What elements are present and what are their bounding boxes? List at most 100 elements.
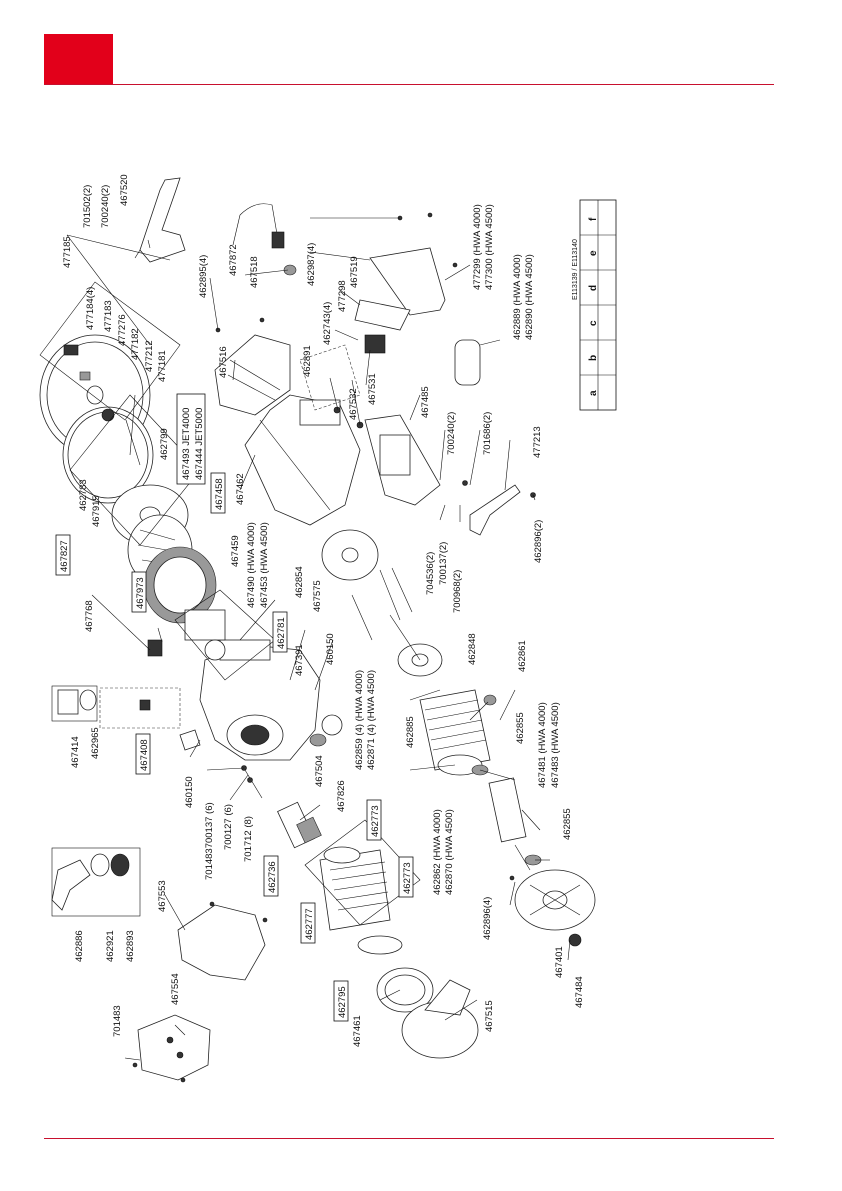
table-letter: d	[588, 285, 599, 291]
part-label: 462921	[105, 930, 116, 962]
part-label-boxed: 467493 JET4000	[181, 408, 192, 480]
part-label: 462890 (HWA 4500)	[524, 254, 535, 340]
part-label: 462987(4)	[306, 243, 317, 286]
part-label: 477185	[62, 236, 73, 268]
part-label: 467483 (HWA 4500)	[550, 702, 561, 788]
part-label-boxed: 462795	[337, 986, 348, 1018]
part-label: 462893	[125, 930, 136, 962]
part-label: 467485	[420, 386, 431, 418]
part-label: 477213	[532, 426, 543, 458]
part-label: 462871 (4) (HWA 4500)	[366, 670, 377, 770]
part-label: 701502(2)	[82, 185, 93, 228]
part-label-boxed: 462781	[276, 617, 287, 649]
reference-table: a b c d e f E113139 / E113140	[572, 199, 617, 411]
part-label: 704536(2)	[425, 552, 436, 595]
part-label: 462861	[517, 640, 528, 672]
part-label: 462743(4)	[322, 302, 333, 345]
part-label: 477181	[157, 350, 168, 382]
part-label-boxed: 467973	[135, 577, 146, 609]
part-label: 700968(2)	[452, 570, 463, 613]
part-label-boxed: 467827	[59, 540, 70, 572]
part-label: 462896(2)	[533, 520, 544, 563]
part-label: 467575	[312, 580, 323, 612]
part-label-boxed: 462773	[402, 862, 413, 894]
part-label: 477182	[130, 328, 141, 360]
boxed-label-frame	[272, 611, 288, 653]
part-label: 462885	[405, 716, 416, 748]
part-label: 467391	[294, 644, 305, 676]
table-letter: b	[588, 355, 599, 361]
part-label: 462862 (HWA 4000)	[432, 809, 443, 895]
boxed-label-frame	[263, 855, 279, 897]
part-label: 467453 (HWA 4500)	[259, 522, 270, 608]
part-label-boxed: 467444 JET5000	[194, 408, 205, 480]
part-label-boxed: 462773	[370, 805, 381, 837]
part-label: 467553	[157, 880, 168, 912]
part-label: 467826	[336, 780, 347, 812]
part-label: 701483	[112, 1005, 123, 1037]
part-label: 477298	[337, 280, 348, 312]
part-label: 700240(2)	[100, 185, 111, 228]
footer-rule	[44, 1138, 774, 1139]
boxed-label-frame	[333, 980, 349, 1022]
part-label: 477212	[144, 340, 155, 372]
part-label: 467516	[218, 346, 229, 378]
table-letter: f	[588, 217, 599, 221]
part-label: 701686(2)	[482, 412, 493, 455]
part-label: 467519	[349, 256, 360, 288]
boxed-label-frame	[300, 902, 316, 944]
part-label: 477299 (HWA 4000)	[472, 204, 483, 290]
part-label: 462854	[294, 566, 305, 598]
part-label: 462799	[159, 428, 170, 460]
table-letter: c	[588, 320, 599, 326]
part-label: 462855	[562, 808, 573, 840]
part-label: 467531	[367, 373, 378, 405]
part-label: 477184(4)	[85, 287, 96, 330]
part-label: 701712 (8)	[243, 816, 254, 862]
brand-red-block	[44, 34, 113, 85]
part-label: 467414	[70, 736, 81, 768]
part-label: 462891	[302, 345, 313, 377]
part-label: 462848	[467, 633, 478, 665]
boxed-label-frame	[398, 856, 414, 898]
part-label-boxed: 462736	[267, 861, 278, 893]
parts-drawing	[39, 177, 596, 1083]
boxed-label-frame	[55, 534, 71, 576]
boxed-label-frame	[131, 571, 147, 613]
part-label: 467515	[484, 1000, 495, 1032]
part-label: 467554	[170, 973, 181, 1005]
part-label: 467915	[91, 495, 102, 527]
part-label-boxed: 467408	[139, 739, 150, 771]
part-label: 467481 (HWA 4000)	[537, 702, 548, 788]
part-label: 700137(2)	[438, 542, 449, 585]
part-label: 467504	[314, 755, 325, 787]
part-label: 462889 (HWA 4000)	[512, 254, 523, 340]
part-label: 462870 (HWA 4500)	[444, 809, 455, 895]
part-label: 467490 (HWA 4000)	[246, 522, 257, 608]
part-label: 462783	[78, 479, 89, 511]
leader-lines	[66, 214, 571, 1061]
part-label: 467462	[235, 473, 246, 505]
boxed-label-frame	[135, 733, 151, 775]
part-label: 462855	[515, 712, 526, 744]
boxed-label-frame	[366, 799, 382, 841]
part-label: 467459	[230, 535, 241, 567]
part-label: 462859 (4) (HWA 4000)	[354, 670, 365, 770]
part-label: 460150	[325, 633, 336, 665]
part-label: 477300 (HWA 4500)	[484, 204, 495, 290]
part-label: 477276	[117, 314, 128, 346]
drawing-code: E113139 / E113140	[572, 239, 579, 300]
part-label-boxed: 467458	[214, 478, 225, 510]
part-label: 462896(4)	[482, 897, 493, 940]
part-label: 467768	[84, 600, 95, 632]
part-label: 462886	[74, 930, 85, 962]
part-label: 467401	[554, 946, 565, 978]
part-label: 701483700137 (6)	[204, 802, 215, 880]
table-letter: e	[588, 250, 599, 256]
table-letter: a	[588, 390, 599, 396]
boxed-label-frame	[210, 472, 226, 514]
part-label: 467520	[119, 174, 130, 206]
part-label: 477183	[103, 300, 114, 332]
part-label-boxed: 462777	[304, 908, 315, 940]
